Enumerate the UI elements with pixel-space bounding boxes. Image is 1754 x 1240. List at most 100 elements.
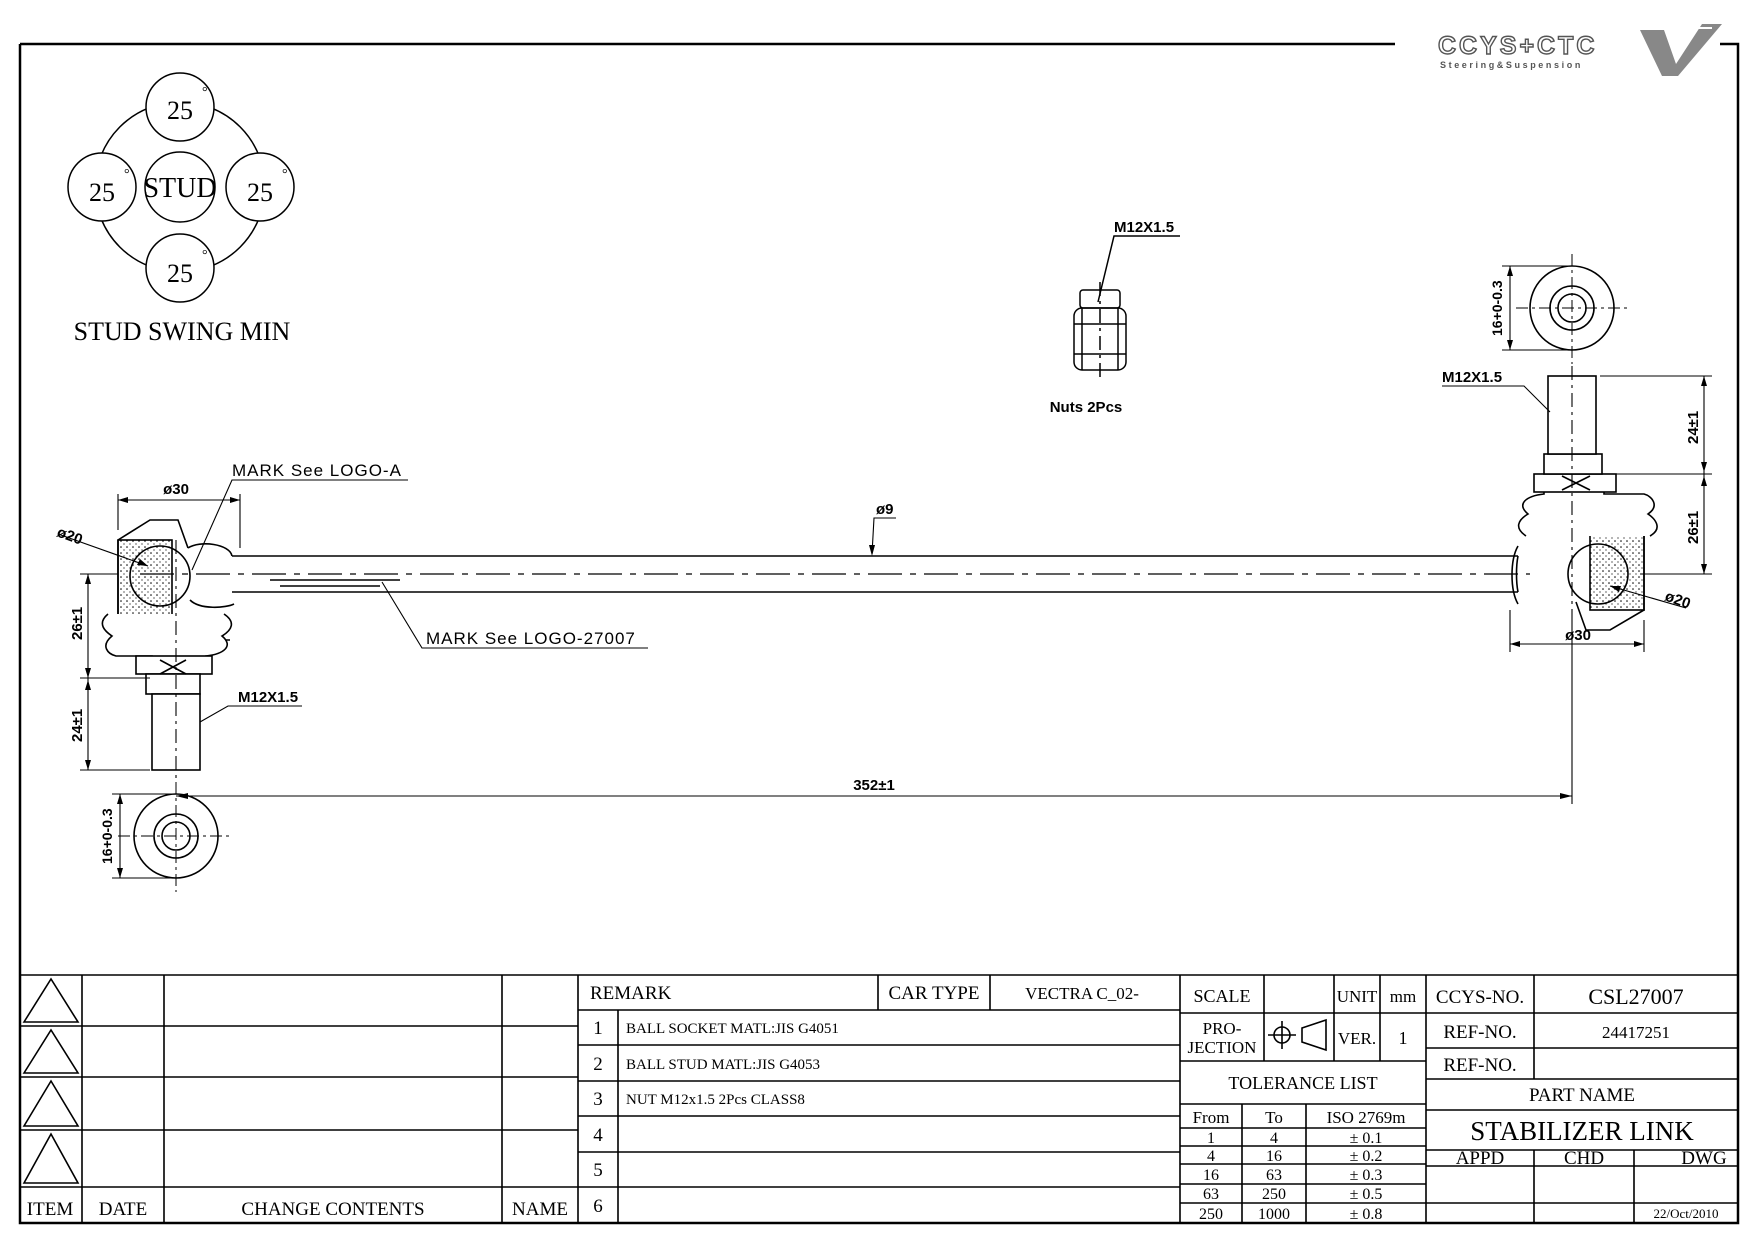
- arrow-d9: [869, 545, 875, 556]
- rev-header-name: NAME: [512, 1199, 568, 1220]
- dim-24-left-label: 24±1: [69, 709, 86, 742]
- swing-top-circle: [145, 72, 215, 142]
- revision-triangle-3: [22, 1079, 80, 1127]
- remark-row-3-text: NUT M12x1.5 2Pcs CLASS8: [626, 1092, 805, 1108]
- drawing-frame: [18, 42, 1740, 1225]
- title-block-right-lines: [1426, 975, 1738, 1223]
- swing-angle-right: 25: [247, 178, 273, 207]
- car-type-value: VECTRA C_02-: [1025, 984, 1139, 1003]
- right-hex-view-centerlines: [1516, 254, 1628, 364]
- swing-bottom-circle: [145, 233, 215, 303]
- projection-label-line1: PRO-: [1203, 1019, 1242, 1038]
- part-name-value: STABILIZER LINK: [1470, 1116, 1694, 1146]
- projection-label-line2: JECTION: [1188, 1038, 1257, 1057]
- arrow-26-right-b: [1701, 564, 1707, 574]
- nut-chamfer-lines: [1074, 308, 1126, 370]
- arrow-d30-left-b: [230, 497, 240, 503]
- dim-24-left: [80, 678, 150, 771]
- unit-label: UNIT: [1337, 987, 1378, 1006]
- dim-hex-right-label: 16+0-0.3: [1489, 280, 1505, 336]
- tolerance-title: TOLERANCE LIST: [1228, 1073, 1377, 1093]
- swing-left-circle: [67, 152, 137, 222]
- left-hex-nut: [145, 673, 201, 695]
- left-ball-housing: [117, 539, 173, 621]
- part-name-label: PART NAME: [1529, 1085, 1635, 1106]
- tolerance-row-5-to: 1000: [1258, 1206, 1290, 1223]
- tolerance-row-1-tol: ± 0.1: [1350, 1130, 1383, 1147]
- title-block-grid: [20, 974, 1738, 1223]
- remark-row-5-no: 5: [593, 1160, 603, 1181]
- tolerance-row-2-to: 16: [1266, 1148, 1282, 1165]
- arrow-hex-left-b: [117, 868, 123, 878]
- arrow-d20-right: [1610, 586, 1621, 592]
- ver-value: 1: [1399, 1028, 1408, 1048]
- remark-row-2-no: 2: [593, 1054, 603, 1075]
- arrow-hex-left-a: [117, 794, 123, 804]
- tolerance-header-to: To: [1265, 1108, 1283, 1127]
- m12-left-label: M12X1.5: [238, 689, 298, 706]
- dim-length-label: 352±1: [853, 777, 895, 794]
- remark-row-1-no: 1: [593, 1018, 603, 1039]
- tolerance-row-3-to: 63: [1266, 1167, 1282, 1184]
- rev-header-date: DATE: [99, 1199, 148, 1220]
- left-hex-cross: [159, 659, 187, 675]
- logo-swoosh-icon: [1640, 24, 1722, 76]
- mark-logo-a-label: MARK See LOGO-A: [232, 461, 402, 480]
- dim-d20-right-leader: [1609, 585, 1687, 609]
- arrow-d30-right-a: [1510, 641, 1520, 647]
- ref-no-label: REF-NO.: [1443, 1022, 1516, 1043]
- tolerance-row-2-tol: ± 0.2: [1350, 1148, 1383, 1165]
- rev-header-item: ITEM: [27, 1199, 74, 1220]
- arrow-26-left-a: [85, 574, 91, 584]
- car-type-label: CAR TYPE: [889, 983, 980, 1004]
- drawing-date: 22/Oct/2010: [1654, 1206, 1719, 1221]
- unit-value: mm: [1390, 987, 1416, 1006]
- arrow-24-left-b: [85, 760, 91, 770]
- swing-angle-top: 25: [167, 96, 193, 125]
- arrow-d30-left-a: [118, 497, 128, 503]
- nut-detail: [1073, 235, 1180, 380]
- revision-triangle-4: [22, 1132, 80, 1184]
- right-hex-nut: [1543, 453, 1603, 475]
- right-hex-cross: [1561, 475, 1591, 491]
- dim-hex-left-label: 16+0-0.3: [99, 808, 115, 864]
- link-shaft: [232, 555, 1518, 593]
- dimension-lines: [57, 265, 1712, 879]
- ref-no-value: 24417251: [1602, 1023, 1670, 1042]
- m12-right-label: M12X1.5: [1442, 369, 1502, 386]
- swing-center-circle: [144, 151, 216, 223]
- dim-d30-left-label: ø30: [163, 481, 189, 498]
- ccys-no-label: CCYS-NO.: [1436, 987, 1524, 1008]
- spec-table-lines: [1179, 975, 1427, 1223]
- swing-center-label: STUD: [143, 173, 216, 204]
- left-boot-folds: [187, 543, 235, 609]
- tolerance-row-2-from: 4: [1207, 1148, 1215, 1165]
- appd-label: APPD: [1456, 1148, 1505, 1169]
- remark-row-2-text: BALL STUD MATL:JIS G4053: [626, 1057, 820, 1073]
- swing-angle-bottom: 25: [167, 259, 193, 288]
- logo-swoosh-inner-icon: [1667, 27, 1712, 59]
- mark-logo-part-label: MARK See LOGO-27007: [426, 629, 636, 648]
- dim-d20-right-label: ø20: [1663, 588, 1693, 613]
- remark-row-1-text: BALL SOCKET MATL:JIS G4051: [626, 1021, 839, 1037]
- dim-d30-right: [1509, 610, 1645, 652]
- company-logo: CCYS+CTC Steering&Suspension: [1437, 24, 1722, 76]
- arrow-24-right-a: [1701, 376, 1707, 386]
- dim-d9-leader: [871, 517, 896, 555]
- arrow-26-left-b: [85, 668, 91, 678]
- stud-swing-diagram: [67, 72, 295, 303]
- swing-right-circle: [225, 152, 295, 222]
- nut-thread-label: M12X1.5: [1114, 219, 1174, 236]
- dim-d20-left-leader: [57, 533, 149, 567]
- right-ball: [1567, 543, 1629, 605]
- tolerance-row-1-from: 1: [1207, 1130, 1215, 1147]
- swing-caption: STUD SWING MIN: [74, 317, 291, 346]
- swing-angle-left: 25: [89, 178, 115, 207]
- projection-cross-icon: [1268, 1021, 1296, 1049]
- arrow-d30-right-b: [1634, 641, 1644, 647]
- remark-table-lines: [578, 975, 1180, 1223]
- tolerance-header-iso: ISO 2769m: [1327, 1108, 1406, 1127]
- revision-table-lines: [20, 975, 579, 1223]
- swing-angle-bottom-degree: °: [202, 248, 208, 263]
- stabilizer-link-drawing: [101, 254, 1658, 892]
